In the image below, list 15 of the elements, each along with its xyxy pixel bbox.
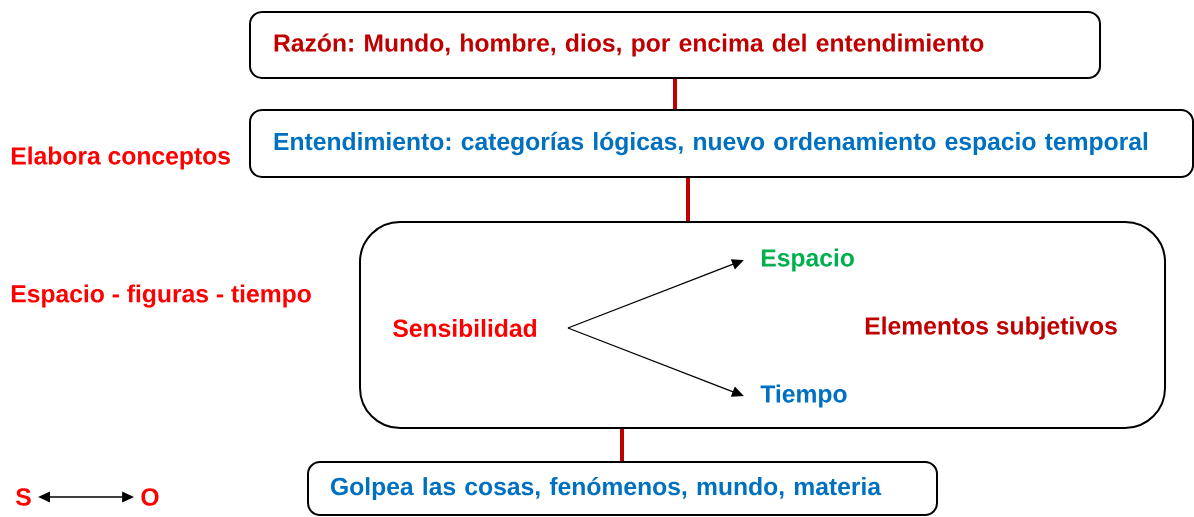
connector-line (673, 79, 677, 109)
connector-line (620, 429, 624, 461)
text-label: S (16, 488, 31, 506)
text-box: Entendimiento: categorías lógicas, nuevo ordenamiento espacio temporal (249, 109, 1194, 178)
arrow (567, 327, 744, 397)
text-label: Sensibilidad (393, 318, 537, 338)
text-box: Golpea las cosas, fenómenos, mundo, materia (307, 461, 938, 516)
arrow (567, 259, 744, 329)
side-label: Espacio - figuras - tiempo (11, 284, 311, 308)
connector-line (686, 178, 690, 221)
text-label: Tiempo (760, 384, 847, 408)
side-label: Elabora conceptos (11, 146, 230, 170)
text-label: Espacio (761, 248, 854, 272)
text-label: O (141, 488, 159, 506)
text-box: Razón: Mundo, hombre, dios, por encima del entendimiento (249, 11, 1101, 79)
